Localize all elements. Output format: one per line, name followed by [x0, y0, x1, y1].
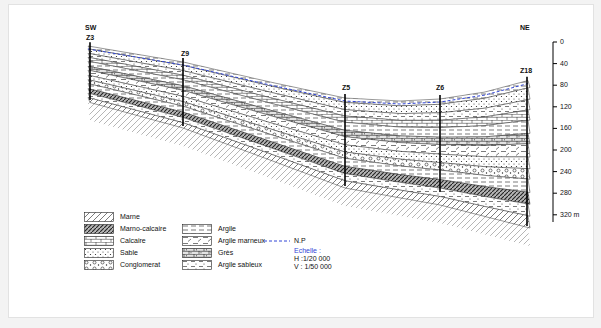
legend-sample: [182, 248, 212, 258]
legend-pattern: [183, 261, 212, 270]
legend-sample: [182, 224, 212, 234]
depth-value: 320 m: [560, 211, 579, 219]
rock-layer: [88, 84, 530, 193]
legend-line: [264, 241, 290, 242]
legend-pattern: [85, 237, 114, 246]
well-label: Z5: [342, 84, 350, 92]
legend-text: Argile marneux: [218, 237, 265, 245]
scale-value: V : 1/50 000: [294, 263, 332, 271]
legend-sample: [262, 236, 292, 246]
axis-tick: [553, 42, 557, 43]
axis-tick: [553, 85, 557, 86]
axis-tick: [553, 214, 557, 215]
legend-sample: [182, 236, 212, 246]
legend-text: Marno-calcaire: [120, 225, 166, 233]
legend-text: Argile sableux: [218, 261, 262, 269]
water-table: [88, 49, 528, 104]
depth-value: 0: [560, 38, 564, 46]
legend-sample: [84, 212, 114, 222]
well-label: Z6: [436, 84, 444, 92]
legend-text: Sable: [120, 249, 138, 257]
axis-tick: [553, 63, 557, 64]
well-label: Z9: [181, 50, 189, 58]
well-label: Z18: [520, 67, 532, 75]
legend-pattern: [183, 225, 212, 234]
axis-tick: [553, 128, 557, 129]
rock-layer: [88, 89, 530, 205]
borehole: [526, 77, 528, 226]
borehole: [439, 95, 441, 192]
legend-sample: [84, 224, 114, 234]
borehole: [344, 94, 346, 186]
legend-sample: [84, 236, 114, 246]
depth-value: 40: [560, 60, 568, 68]
legend-text: Argile: [218, 225, 236, 233]
legend-sample: [84, 248, 114, 258]
axis-tick: [553, 106, 557, 107]
legend-text: Grès: [218, 249, 233, 257]
depth-value: 240: [560, 168, 572, 176]
axis-tick: [553, 150, 557, 151]
depth-value: 120: [560, 103, 572, 111]
depth-value: 160: [560, 124, 572, 132]
depth-value: 280: [560, 189, 572, 197]
legend-sample: [182, 260, 212, 270]
scale-title: Echelle :: [294, 247, 321, 255]
axis-tick: [553, 171, 557, 172]
rock-layer: [88, 93, 530, 216]
rock-layer: [88, 98, 530, 229]
legend-text: Conglomerat: [120, 261, 160, 269]
legend-text: Calcaire: [120, 237, 146, 245]
legend-pattern: [85, 249, 114, 258]
direction-label: SW: [85, 24, 96, 32]
borehole: [182, 58, 184, 126]
depth-value: 200: [560, 146, 572, 154]
legend-text: Marne: [120, 213, 140, 221]
legend-pattern: [85, 225, 114, 234]
scale-value: H :1/20 000: [294, 255, 330, 263]
legend-pattern: [85, 213, 114, 222]
depth-axis: [553, 42, 554, 222]
legend-pattern: [183, 237, 212, 246]
depth-value: 80: [560, 81, 568, 89]
borehole: [89, 42, 91, 100]
axis-tick: [553, 193, 557, 194]
legend-pattern: [183, 249, 212, 258]
legend-pattern: [85, 261, 114, 270]
legend-sample: [84, 260, 114, 270]
direction-label: NE: [520, 24, 530, 32]
well-label: Z3: [86, 34, 94, 42]
legend-text: N.P: [294, 237, 306, 245]
